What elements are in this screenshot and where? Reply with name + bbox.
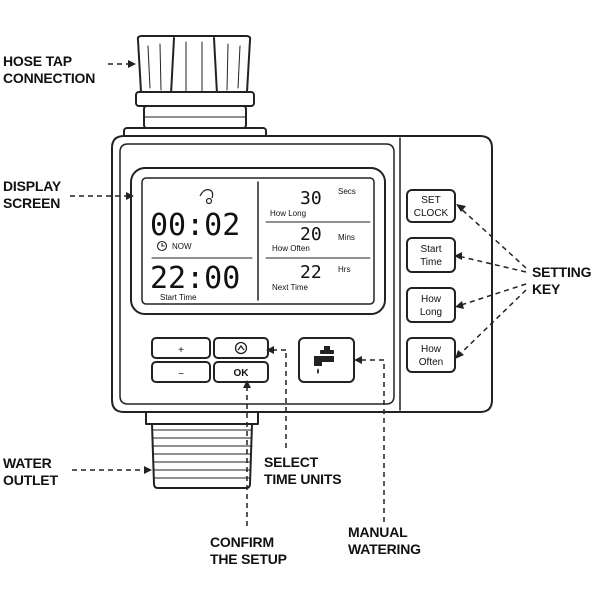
confirm-line2: THE SETUP: [210, 551, 287, 567]
hose-tap-line1: HOSE TAP: [3, 53, 72, 69]
how-long-unit: Secs: [338, 187, 356, 196]
start-time-label: Start Time: [160, 293, 197, 302]
manual-watering-callout: MANUAL WATERING: [348, 524, 421, 558]
plus-button[interactable]: [151, 337, 211, 359]
display-line2: SCREEN: [3, 195, 61, 211]
confirm-line1: CONFIRM: [210, 534, 274, 550]
how-often-label: How Often: [272, 244, 310, 253]
display-screen-callout: DISPLAY SCREEN: [3, 178, 61, 212]
setting-key-line1: SETTING: [532, 264, 592, 280]
how-often-key[interactable]: [406, 337, 456, 373]
next-time-label: Next Time: [272, 283, 309, 292]
minus-button[interactable]: [151, 361, 211, 383]
display-line1: DISPLAY: [3, 178, 61, 194]
next-time-value: 22: [300, 262, 322, 283]
how-often-line2: Often: [419, 357, 443, 368]
ok-button[interactable]: [213, 361, 269, 383]
leader-arrowheads: [126, 60, 466, 474]
hose-tap-callout: HOSE TAP CONNECTION: [3, 53, 95, 87]
clock-icon: [156, 240, 168, 252]
start-time-key[interactable]: [406, 237, 456, 273]
now-label: NOW: [172, 242, 192, 251]
select-units-line1: SELECT: [264, 454, 319, 470]
how-long-key[interactable]: [406, 287, 456, 323]
plus-label: +: [178, 345, 184, 356]
manual-line1: MANUAL: [348, 524, 408, 540]
water-outlet: [145, 411, 259, 489]
set-clock-key[interactable]: [406, 189, 456, 223]
setting-key-callout: SETTING KEY: [532, 264, 591, 298]
leader-lines: [70, 63, 527, 526]
start-time-value: 22:00: [150, 261, 240, 296]
tap-icon: [314, 346, 334, 374]
faucet-icon: [199, 189, 214, 205]
start-time-line2: Time: [420, 257, 442, 268]
ok-label: OK: [234, 368, 250, 379]
manual-line2: WATERING: [348, 541, 421, 557]
select-units-icon: [234, 341, 248, 355]
setting-key-line2: KEY: [532, 281, 561, 297]
minus-label: −: [178, 369, 184, 380]
hose-tap-line2: CONNECTION: [3, 70, 96, 86]
hose-tap-connector: [123, 35, 267, 139]
next-time-unit: Hrs: [338, 265, 350, 274]
select-units-callout: SELECT TIME UNITS: [264, 454, 342, 488]
select-units-line2: TIME UNITS: [264, 471, 342, 487]
how-often-value: 20: [300, 224, 322, 245]
set-clock-line1: SET: [421, 195, 440, 206]
how-long-label: How Long: [270, 209, 306, 218]
confirm-callout: CONFIRM THE SETUP: [210, 534, 287, 568]
water-outlet-line2: OUTLET: [3, 472, 58, 488]
start-time-line1: Start: [420, 244, 441, 255]
how-long-value: 30: [300, 188, 322, 209]
how-long-line1: How: [421, 294, 442, 305]
how-often-line1: How: [421, 344, 442, 355]
how-long-line2: Long: [420, 307, 442, 318]
water-outlet-line1: WATER: [3, 455, 52, 471]
clock-time: 00:02: [150, 208, 240, 243]
set-clock-line2: CLOCK: [414, 208, 449, 219]
select-units-button[interactable]: [213, 337, 269, 359]
water-outlet-callout: WATER OUTLET: [3, 455, 58, 489]
how-often-unit: Mins: [338, 233, 355, 242]
